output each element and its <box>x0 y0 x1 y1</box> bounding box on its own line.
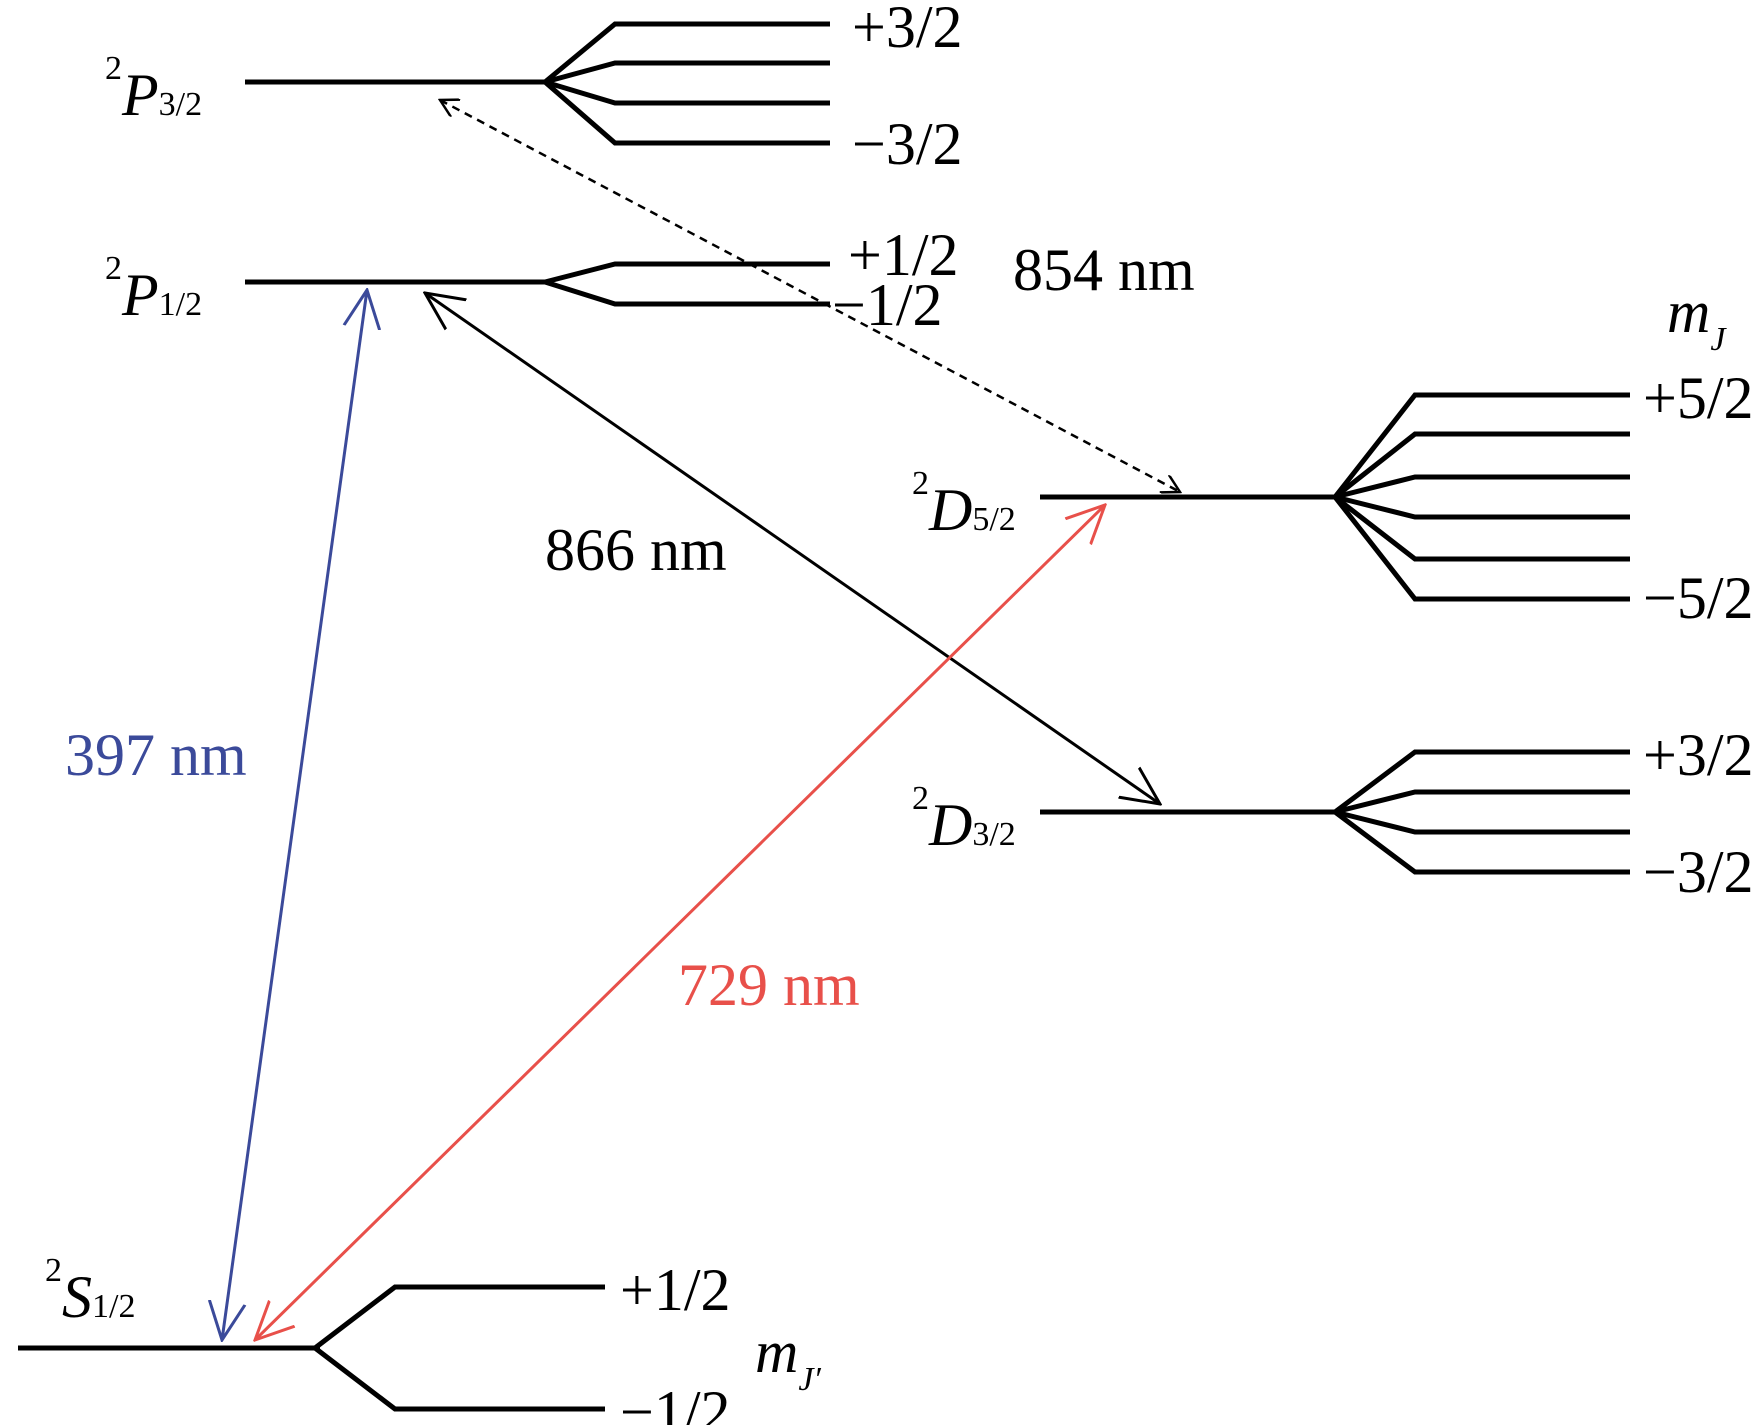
level-d32-sublevel-2 <box>1334 789 1630 815</box>
level-p32 <box>245 21 830 146</box>
transition-729-line <box>255 505 1105 1340</box>
transition-866 <box>425 293 1160 804</box>
mj-label-upper: mJ <box>1667 279 1727 358</box>
transition-729 <box>255 505 1105 1340</box>
level-p32-sublevel-4 <box>543 80 830 146</box>
level-s12-mj-top: +1/2 <box>620 1257 731 1323</box>
level-d32-mj-top: +3/2 <box>1643 722 1754 788</box>
level-d52-sublevel-6 <box>1333 495 1630 602</box>
level-d52-sublevel-5 <box>1333 495 1630 562</box>
level-p32-mj-bottom: −3/2 <box>852 111 963 177</box>
level-p32-sublevel-3 <box>544 79 830 106</box>
level-d52 <box>1040 392 1630 602</box>
transition-729-label: 729 nm <box>678 952 860 1018</box>
mj-label-lower: mJ′ <box>755 1319 821 1398</box>
level-p32-label: 2P3/2 <box>105 50 202 128</box>
transition-866-label: 866 nm <box>545 517 727 583</box>
transition-866-line <box>425 293 1160 804</box>
transition-397-label: 397 nm <box>65 722 247 788</box>
level-p32-sublevel-1 <box>543 21 830 84</box>
level-d52-sublevel-1 <box>1333 392 1630 499</box>
level-d52-mj-bottom: −5/2 <box>1643 565 1754 631</box>
level-s12-label: 2S1/2 <box>45 1252 135 1330</box>
transition-397-line <box>222 290 367 1340</box>
level-p32-sublevel-2 <box>544 60 830 85</box>
level-p12 <box>245 261 830 307</box>
level-d52-sublevel-4 <box>1334 494 1630 520</box>
level-d32-sublevel-4 <box>1333 810 1630 875</box>
level-d32-mj-bottom: −3/2 <box>1643 839 1754 905</box>
level-s12-mj-bottom: −1/2 <box>620 1379 731 1425</box>
transition-397 <box>222 290 367 1340</box>
level-d52-mj-top: +5/2 <box>1643 365 1754 431</box>
level-p12-label: 2P1/2 <box>105 250 202 328</box>
level-d32-sublevel-3 <box>1334 809 1630 835</box>
level-d52-label: 2D5/2 <box>912 465 1016 543</box>
level-s12-sublevel-1 <box>313 1284 605 1350</box>
level-d52-sublevel-2 <box>1333 431 1630 499</box>
level-d32-sublevel-1 <box>1333 749 1630 814</box>
level-d32-label: 2D3/2 <box>912 780 1016 858</box>
level-d32 <box>1040 749 1630 875</box>
level-d52-sublevel-3 <box>1334 474 1630 500</box>
level-s12-sublevel-2 <box>313 1346 605 1412</box>
level-p12-mj-bottom: −1/2 <box>832 272 943 338</box>
transition-854-label: 854 nm <box>1013 237 1195 303</box>
level-p32-mj-top: +3/2 <box>852 0 963 60</box>
level-p12-sublevel-1 <box>544 261 830 285</box>
